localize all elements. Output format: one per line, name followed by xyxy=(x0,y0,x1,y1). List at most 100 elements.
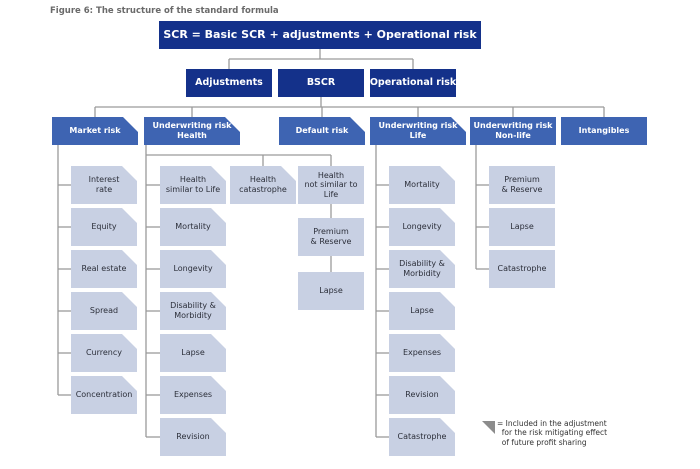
health-slt-leaf-label: Lapse xyxy=(181,348,205,358)
life-leaf-label: Catastrophe xyxy=(397,432,447,442)
corner-triangle-icon xyxy=(281,166,296,181)
top-box-label: SCR = Basic SCR + adjustments + Operatio… xyxy=(163,28,477,42)
corner-triangle-icon xyxy=(350,117,365,132)
health-slt-leaf-disability-and-morbidity: Disability & Morbidity xyxy=(160,292,226,330)
module-box-intangibles: Intangibles xyxy=(561,117,647,145)
corner-triangle-icon xyxy=(451,117,466,132)
market-leaf-equity: Equity xyxy=(71,208,137,246)
corner-triangle-icon xyxy=(440,376,455,391)
corner-triangle-icon xyxy=(123,117,138,132)
health-slt-leaf-label: Mortality xyxy=(175,222,211,232)
health-slt-leaf-label: Longevity xyxy=(173,264,213,274)
market-leaf-currency: Currency xyxy=(71,334,137,372)
corner-triangle-icon xyxy=(440,418,455,433)
life-leaf-revision: Revision xyxy=(389,376,455,414)
corner-triangle-icon xyxy=(211,250,226,265)
module-box-label: Market risk xyxy=(69,126,121,136)
market-leaf-concentration: Concentration xyxy=(71,376,137,414)
market-leaf-real-estate: Real estate xyxy=(71,250,137,288)
life-leaf-lapse: Lapse xyxy=(389,292,455,330)
corner-triangle-icon xyxy=(440,292,455,307)
health-slt-leaf-mortality: Mortality xyxy=(160,208,226,246)
market-leaf-spread: Spread xyxy=(71,292,137,330)
corner-triangle-icon xyxy=(211,334,226,349)
life-leaf-label: Lapse xyxy=(410,306,434,316)
level1-box-label: Operational risk xyxy=(369,77,457,89)
health-slt-leaf-revision: Revision xyxy=(160,418,226,456)
corner-triangle-icon xyxy=(122,250,137,265)
market-leaf-label: Interest rate xyxy=(88,175,120,194)
health-slt-leaf-longevity: Longevity xyxy=(160,250,226,288)
health-slt-leaf-lapse: Lapse xyxy=(160,334,226,372)
corner-triangle-icon xyxy=(225,117,240,132)
corner-triangle-icon xyxy=(440,250,455,265)
legend-text: = Included in the adjustment for the ris… xyxy=(497,419,608,447)
corner-triangle-icon xyxy=(440,208,455,223)
life-leaf-mortality: Mortality xyxy=(389,166,455,204)
life-leaf-label: Disability & Morbidity xyxy=(399,259,445,278)
life-leaf-expenses: Expenses xyxy=(389,334,455,372)
health-group-health-not-similar-to-life: Health not similar to Life xyxy=(298,166,364,204)
corner-triangle-icon xyxy=(211,292,226,307)
life-leaf-catastrophe: Catastrophe xyxy=(389,418,455,456)
health-nslt-leaf-label: Lapse xyxy=(319,286,343,296)
health-nslt-leaf-label: Premium & Reserve xyxy=(310,227,352,246)
nonlife-leaf-lapse: Lapse xyxy=(489,208,555,246)
corner-triangle-icon xyxy=(482,421,495,434)
market-leaf-label: Equity xyxy=(91,222,117,232)
corner-triangle-icon xyxy=(122,166,137,181)
corner-triangle-icon xyxy=(122,376,137,391)
module-box-label: Default risk xyxy=(295,126,349,136)
module-box-default-risk: Default risk xyxy=(279,117,365,145)
market-leaf-label: Concentration xyxy=(75,390,133,400)
nonlife-leaf-label: Premium & Reserve xyxy=(501,175,543,194)
module-box-underwriting-risk-non-life: Underwriting risk Non-life xyxy=(470,117,556,145)
module-box-underwriting-risk-health: Underwriting risk Health xyxy=(144,117,240,145)
nonlife-leaf-premium-and-reserve: Premium & Reserve xyxy=(489,166,555,204)
level1-box-adjustments: Adjustments xyxy=(186,69,272,97)
corner-triangle-icon xyxy=(211,208,226,223)
health-group-label: Health similar to Life xyxy=(165,175,221,194)
market-leaf-label: Currency xyxy=(85,348,123,358)
module-box-label: Underwriting risk Life xyxy=(378,121,458,140)
corner-triangle-icon xyxy=(440,334,455,349)
health-group-health-catastrophe: Health catastrophe xyxy=(230,166,296,204)
module-box-market-risk: Market risk xyxy=(52,117,138,145)
nonlife-leaf-label: Lapse xyxy=(510,222,534,232)
health-group-health-similar-to-life: Health similar to Life xyxy=(160,166,226,204)
corner-triangle-icon xyxy=(211,418,226,433)
health-nslt-leaf-lapse: Lapse xyxy=(298,272,364,310)
top-box-scr-basic-scr-adjustments-operational-risk: SCR = Basic SCR + adjustments + Operatio… xyxy=(159,21,481,49)
life-leaf-longevity: Longevity xyxy=(389,208,455,246)
health-slt-leaf-label: Revision xyxy=(176,432,210,442)
life-leaf-label: Revision xyxy=(405,390,439,400)
market-leaf-label: Spread xyxy=(89,306,119,316)
corner-triangle-icon xyxy=(122,334,137,349)
health-slt-leaf-label: Expenses xyxy=(173,390,213,400)
corner-triangle-icon xyxy=(211,166,226,181)
health-nslt-leaf-premium-and-reserve: Premium & Reserve xyxy=(298,218,364,256)
health-slt-leaf-expenses: Expenses xyxy=(160,376,226,414)
life-leaf-label: Expenses xyxy=(402,348,442,358)
level1-box-label: Adjustments xyxy=(195,77,263,89)
nonlife-leaf-catastrophe: Catastrophe xyxy=(489,250,555,288)
nonlife-leaf-label: Catastrophe xyxy=(497,264,547,274)
life-leaf-disability-and-morbidity: Disability & Morbidity xyxy=(389,250,455,288)
module-box-label: Underwriting risk Non-life xyxy=(473,121,553,140)
life-leaf-label: Mortality xyxy=(404,180,440,190)
corner-triangle-icon xyxy=(122,208,137,223)
module-box-label: Underwriting risk Health xyxy=(152,121,232,140)
life-leaf-label: Longevity xyxy=(402,222,442,232)
level1-box-label: BSCR xyxy=(306,77,336,89)
health-slt-leaf-label: Disability & Morbidity xyxy=(170,301,216,320)
module-box-label: Intangibles xyxy=(578,126,630,136)
health-group-label: Health not similar to Life xyxy=(304,170,358,199)
market-leaf-label: Real estate xyxy=(81,264,127,274)
corner-triangle-icon xyxy=(440,166,455,181)
corner-triangle-icon xyxy=(122,292,137,307)
level1-box-bscr: BSCR xyxy=(278,69,364,97)
market-leaf-interest-rate: Interest rate xyxy=(71,166,137,204)
health-group-label: Health catastrophe xyxy=(239,175,287,194)
